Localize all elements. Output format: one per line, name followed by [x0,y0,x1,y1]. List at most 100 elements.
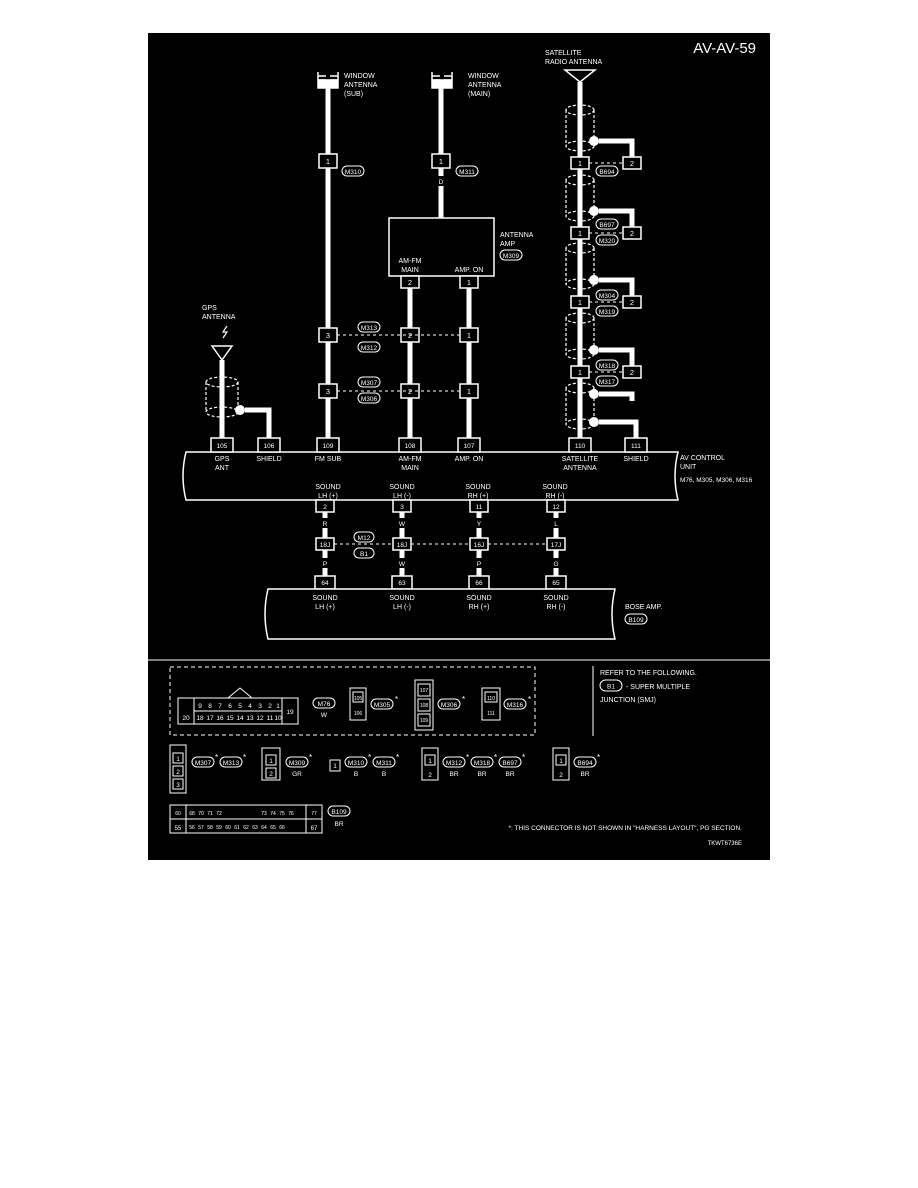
av-sound-lh-plus: SOUND [315,484,340,491]
window-antenna-main [431,72,453,89]
m313-tag-box [357,321,381,333]
svg-text:17: 17 [206,715,214,722]
refer-code-box [599,679,623,692]
av-sound-rh-minus: SOUND [542,484,567,491]
legend-pin-1-c: 1 [428,758,432,765]
b697-legend-tag-box [498,756,522,768]
m310-color: B [354,771,358,778]
m12-tag: M12 [358,535,371,542]
m313-legend-tag-box [219,756,243,768]
m305-pin-106: 106 [354,711,363,717]
m306-legend-connector [414,679,434,731]
m305-tag-box [370,698,394,710]
legend-pin-1-d: 1 [559,758,563,765]
m317-tag-box [595,375,619,387]
b694-legend-tag-box [573,756,597,768]
svg-text:2: 2 [268,703,272,710]
av-pin-3: 3 [400,504,404,511]
m312-tag-box [357,341,381,353]
gps-shield-node [235,405,245,415]
b697-tag-box [595,218,619,230]
svg-text:18: 18 [196,715,204,722]
m311-tag: M311 [459,169,475,176]
legend-pin-1-b: 1 [269,758,273,765]
m306-pin-107: 107 [420,688,429,694]
svg-text:56: 56 [189,825,195,831]
svg-text:60: 60 [175,811,181,817]
window-antenna-sub-label-3: (SUB) [344,91,363,98]
amp-pin-2: 2 [408,278,412,287]
m309-legend-tag: M309 [289,760,306,767]
bose-sound-lh-plus: SOUND [312,595,337,602]
refer-text-1: - SUPER MULTIPLE [626,684,690,691]
av-pin-108: 108 [405,443,416,450]
av-top-pins [210,437,648,453]
refer-text-2: JUNCTION (SMJ) [600,697,656,704]
bose-pin-64: 64 [321,580,329,587]
m306-legend-tag-box [437,698,461,710]
av-label-shield-1: SHIELD [256,456,281,463]
svg-text:11: 11 [267,715,274,722]
satellite-antenna-icon [562,69,598,83]
av-label-am-fm-2: MAIN [401,465,419,472]
sat-c1-pin1: 1 [578,159,582,168]
joint-pin-16j: 16J [474,542,484,549]
b694-color: BR [580,771,589,778]
m316-legend-connector [481,687,501,721]
bose-sound-rh-minus-2: RH (-) [546,604,565,611]
b697-color: BR [505,771,514,778]
m307-pin1: 1 [467,387,471,396]
sat-c4-pin1: 1 [578,368,582,377]
svg-text:9: 9 [198,703,202,710]
svg-text:14: 14 [236,715,244,722]
m318-legend-tag-box [470,756,494,768]
m318-legend-tag: M318 [474,760,491,767]
b697-tag: B697 [599,222,615,229]
satellite-antenna-label-2: RADIO ANTENNA [545,59,603,66]
av-label-gps-ant-2: ANT [215,465,230,472]
m313-pin1: 1 [467,331,471,340]
m76-tag-box [312,697,336,709]
footnote: *: THIS CONNECTOR IS NOT SHOWN IN "HARNE… [509,825,743,832]
svg-text:57: 57 [198,825,204,831]
b109-color: BR [334,821,343,828]
m310-legend-pin-box [329,759,341,772]
av-pin-107: 107 [464,443,475,450]
av-pin-111: 111 [631,443,641,450]
b1-tag: B1 [360,551,368,558]
svg-text:55: 55 [175,826,182,832]
m318-color: BR [477,771,486,778]
av-unit-connectors: M76, M305, M306, M316 [680,477,753,484]
gps-antenna-label: GPS [202,305,217,312]
window-antenna-sub-label: WINDOW [344,73,375,80]
m312-tag: M312 [361,345,378,352]
refer-heading: REFER TO THE FOLLOWING. [600,670,697,677]
m312-color: BR [449,771,458,778]
legend-pin-2-a: 2 [176,769,180,776]
svg-text:62: 62 [243,825,249,831]
av-unit-title: AV CONTROL [680,455,725,462]
m320-tag: M320 [599,238,616,245]
sat-c1-pin2: 2 [630,159,634,168]
m309-legend-connector [261,747,281,781]
av-pin-110: 110 [575,443,586,450]
m319-tag-box [595,305,619,317]
m313-pin3: 3 [326,331,330,340]
svg-text:6: 6 [228,703,232,710]
wire-color-g: G [553,561,558,568]
wire-color-r: R [323,521,328,528]
svg-text:66: 66 [279,825,285,831]
legend-dashed-box [169,666,536,736]
gps-bolt-icon [221,325,229,339]
svg-text:4: 4 [248,703,252,710]
satellite-antenna-label: SATELLITE [545,50,582,57]
bose-pin-63: 63 [398,580,406,587]
m76-tag: M76 [318,701,331,708]
m305-legend-connector [349,687,367,721]
sound-pins-av [315,499,566,513]
b694-tag: B694 [599,169,615,176]
m305-tag: M305 [374,702,391,709]
legend-pin-3-a: 3 [176,782,180,789]
m311-legend-tag: M311 [376,760,392,767]
